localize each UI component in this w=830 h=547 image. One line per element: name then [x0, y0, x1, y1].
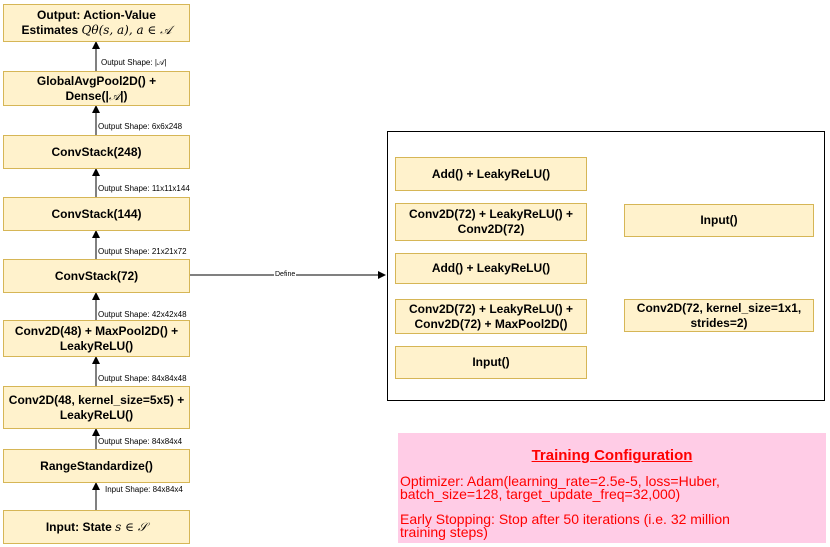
- detail-add-mid-label: Add() + LeakyReLU(): [431, 261, 551, 275]
- shape-label-range: Output Shape: 84x84x4: [98, 437, 183, 446]
- early-stopping-line1: Early Stopping: Stop after 50 iterations…: [400, 511, 730, 527]
- convstack-248-label: ConvStack(248): [51, 144, 142, 159]
- shape-label-cs248: Output Shape: 6x6x248: [98, 122, 183, 131]
- detail-conv-mid-line2: Conv2D(72): [457, 222, 525, 236]
- detail-input-right-box: Input(): [624, 204, 814, 237]
- detail-add-top-label: Add() + LeakyReLU(): [431, 166, 551, 181]
- shape-label-input: Input Shape: 84x84x4: [105, 485, 183, 494]
- detail-input-bottom-box: Input(): [395, 346, 587, 379]
- input-state-math: s ∈ 𝒮: [115, 519, 148, 534]
- input-state-text: Input: State: [45, 519, 116, 534]
- detail-add-top-box: Add() + LeakyReLU(): [395, 157, 587, 191]
- gap-line2-math: 𝒜: [108, 88, 121, 103]
- detail-conv-skip-line1: Conv2D(72, kernel_size=1x1,: [636, 300, 802, 315]
- output-box: Output: Action-Value Estimates Qθ(s, a),…: [3, 4, 190, 42]
- shape-label-cs72: Output Shape: 21x21x72: [98, 247, 187, 256]
- conv48-k5-line2: LeakyReLU(): [59, 407, 134, 422]
- detail-conv-mid-box: Conv2D(72) + LeakyReLU() + Conv2D(72): [395, 203, 587, 241]
- early-stopping-line2: training steps): [400, 524, 488, 540]
- gap-line1: GlobalAvgPool2D() +: [36, 73, 157, 88]
- detail-input-right-label: Input(): [700, 213, 738, 227]
- shape-label-gap: Output Shape: |𝒜|: [101, 58, 167, 67]
- conv48-pool-line1: Conv2D(48) + MaxPool2D() +: [14, 323, 179, 338]
- training-config-panel: Training Configuration Optimizer: Adam(l…: [398, 433, 826, 543]
- output-line2-math: Qθ(s, a), a ∈ 𝒜: [81, 23, 172, 37]
- convstack-144-box: ConvStack(144): [3, 197, 190, 231]
- shape-label-cs144: Output Shape: 11x11x144: [98, 184, 190, 193]
- convstack-72-label: ConvStack(72): [54, 268, 139, 283]
- detail-conv-skip-box: Conv2D(72, kernel_size=1x1, strides=2): [624, 299, 814, 332]
- detail-conv-skip-line2: strides=2): [690, 315, 748, 330]
- conv48-maxpool-box: Conv2D(48) + MaxPool2D() + LeakyReLU(): [3, 320, 190, 357]
- detail-add-mid-box: Add() + LeakyReLU(): [395, 253, 587, 284]
- define-label: Define: [274, 270, 297, 280]
- input-state-box: Input: State s ∈ 𝒮: [3, 510, 190, 544]
- detail-conv-low-box: Conv2D(72) + LeakyReLU() + Conv2D(72) + …: [395, 299, 587, 334]
- gap-dense-box: GlobalAvgPool2D() + Dense(|𝒜|): [3, 71, 190, 106]
- conv48-pool-line2: LeakyReLU(): [59, 338, 134, 353]
- detail-conv-low-line2: Conv2D(72) + MaxPool2D(): [414, 316, 568, 331]
- gap-line2-suffix: |): [120, 88, 128, 103]
- optimizer-line1: Optimizer: Adam(learning_rate=2.5e-5, lo…: [400, 473, 720, 489]
- conv48-k5-line1: Conv2D(48, kernel_size=5x5) +: [8, 392, 185, 407]
- training-config-title: Training Configuration: [531, 447, 693, 464]
- detail-conv-mid-line1: Conv2D(72) + LeakyReLU() +: [408, 207, 574, 221]
- gap-line2-prefix: Dense(|: [65, 88, 109, 103]
- shape-label-k5: Output Shape: 84x84x48: [98, 374, 187, 383]
- detail-conv-low-line1: Conv2D(72) + LeakyReLU() +: [408, 301, 574, 316]
- shape-label-pool: Output Shape: 42x42x48: [98, 310, 187, 319]
- range-standardize-label: RangeStandardize(): [40, 458, 153, 473]
- conv48-k5-box: Conv2D(48, kernel_size=5x5) + LeakyReLU(…: [3, 386, 190, 429]
- convstack-72-box: ConvStack(72): [3, 259, 190, 293]
- optimizer-line2: batch_size=128, target_update_freq=32,00…: [400, 486, 681, 502]
- output-line2-text: Estimates: [21, 23, 82, 37]
- output-line1: Output: Action-Value: [37, 8, 156, 22]
- convstack-144-label: ConvStack(144): [51, 206, 142, 221]
- output-line2: Estimates Qθ(s, a), a ∈ 𝒜: [21, 23, 171, 38]
- input-state-label: Input: State s ∈ 𝒮: [46, 520, 147, 535]
- convstack-248-box: ConvStack(248): [3, 135, 190, 169]
- detail-input-bottom-label: Input(): [472, 355, 510, 369]
- range-standardize-box: RangeStandardize(): [3, 449, 190, 483]
- gap-line2: Dense(|𝒜|): [37, 89, 156, 104]
